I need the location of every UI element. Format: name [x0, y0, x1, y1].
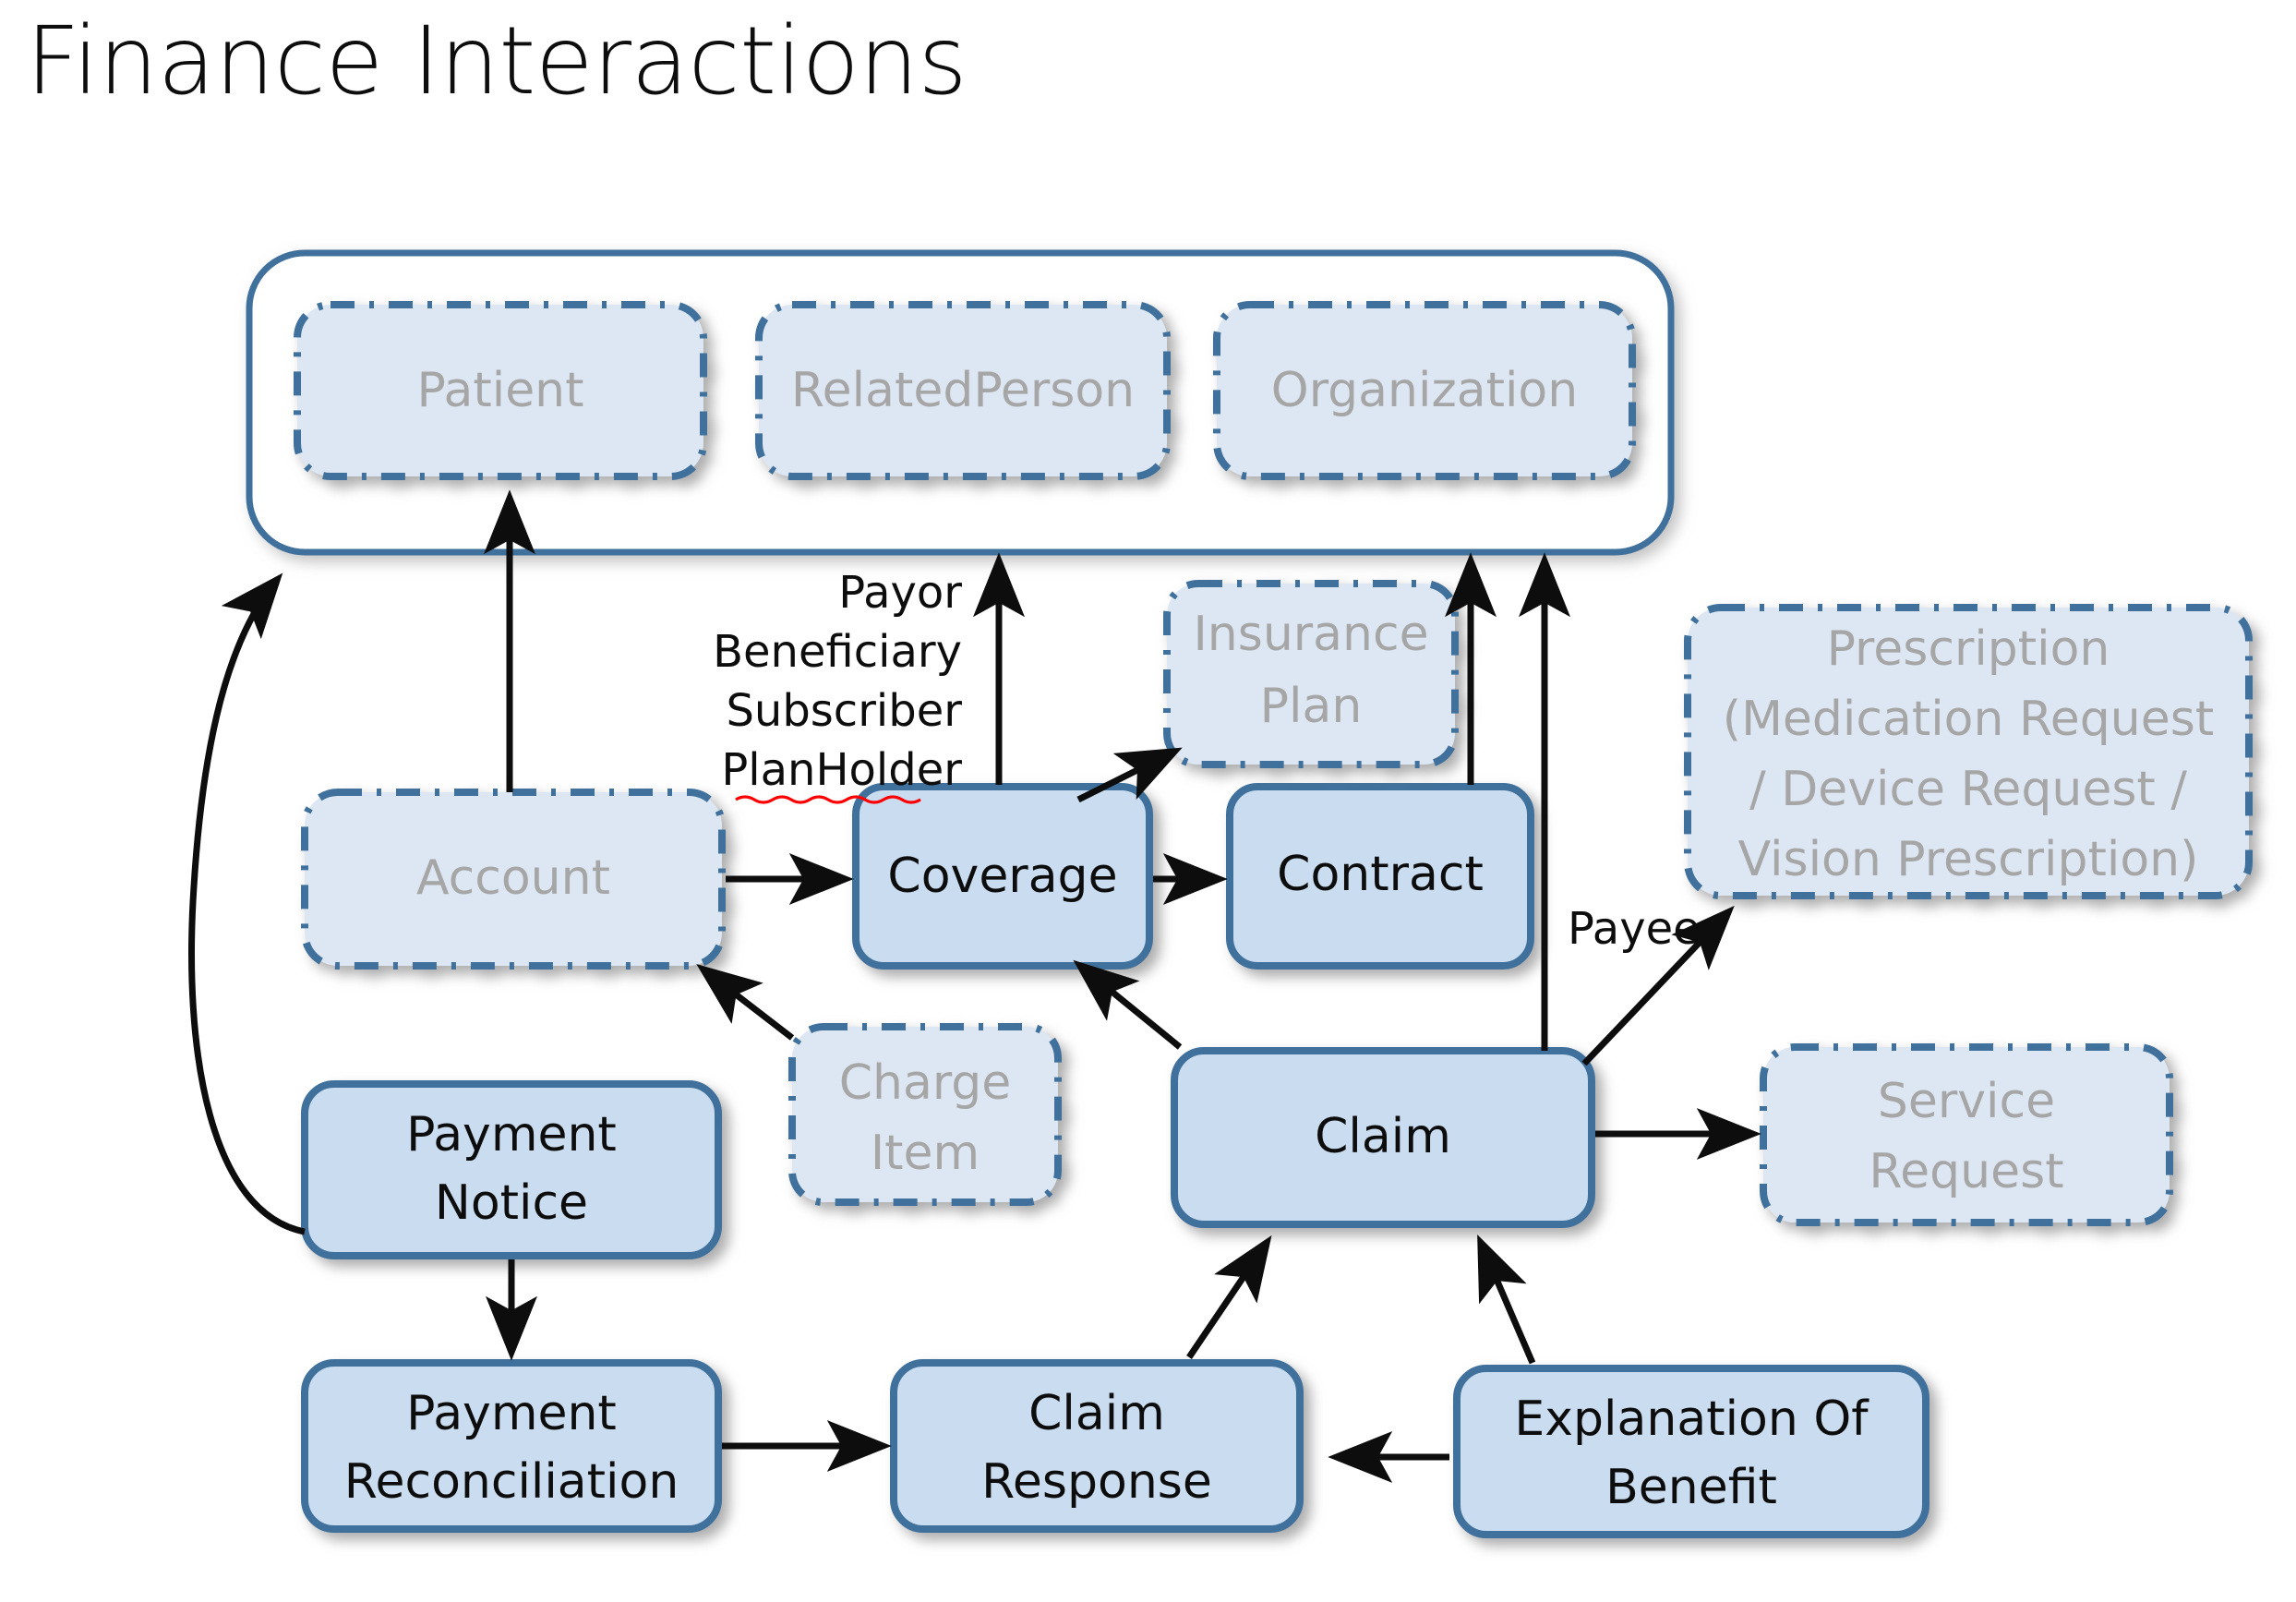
node-prescription-label-line2: (Medication Request: [1723, 692, 2214, 747]
node-account-shape: [301, 789, 726, 970]
edge-charge-item-to-account: [696, 964, 795, 1041]
node-explanation-of-benefit-label-line2: Benefit: [1605, 1460, 1777, 1515]
page-title: Finance Interactions: [26, 6, 968, 116]
edge-claim-to-coverage: [1073, 959, 1183, 1050]
node-prescription[interactable]: Prescription (Medication Request / Devic…: [1684, 604, 2253, 899]
edge-payment-notice-to-actors: [188, 572, 306, 1235]
node-contract[interactable]: Contract: [1226, 783, 1534, 970]
node-prescription-label-line4: Vision Prescription): [1738, 832, 2199, 887]
node-claim-response-label-line2: Response: [981, 1454, 1212, 1510]
node-service-request-label-line1: Service: [1878, 1074, 2055, 1129]
node-related-person-shape: [755, 301, 1171, 480]
node-payment-notice[interactable]: Payment Notice: [301, 1080, 722, 1259]
node-claim-response-shape: [890, 1359, 1304, 1533]
node-explanation-of-benefit[interactable]: Explanation Of Benefit: [1453, 1365, 1929, 1538]
node-payment-reconciliation-label-line1: Payment: [406, 1386, 617, 1441]
node-payment-notice-shape: [301, 1080, 722, 1259]
node-insurance-plan-label-line1: Insurance: [1193, 607, 1428, 662]
spellcheck-underline-icon: [735, 795, 921, 804]
node-charge-item-label-line1: Charge: [839, 1055, 1012, 1111]
node-account[interactable]: Account: [301, 789, 726, 970]
node-payment-reconciliation-shape: [301, 1359, 722, 1533]
node-related-person-label: RelatedPerson: [791, 363, 1135, 418]
node-payment-reconciliation-label-line2: Reconciliation: [344, 1454, 679, 1510]
edge-label-subscriber: Subscriber: [726, 685, 962, 737]
edge-label-coverage-roles: Payor Beneficiary Subscriber PlanHolder: [713, 567, 962, 804]
node-claim-shape: [1171, 1047, 1595, 1228]
node-claim-response[interactable]: Claim Response: [890, 1359, 1304, 1533]
node-coverage-shape: [852, 783, 1153, 970]
node-charge-item-shape: [788, 1023, 1062, 1206]
node-insurance-plan-shape: [1163, 580, 1459, 768]
node-payment-notice-label-line1: Payment: [406, 1107, 617, 1162]
node-prescription-shape: [1684, 604, 2253, 899]
edge-label-planholder: PlanHolder: [721, 744, 962, 796]
edge-claim-response-to-claim: [1186, 1235, 1272, 1359]
edge-label-payor: Payor: [838, 567, 962, 619]
node-insurance-plan[interactable]: Insurance Plan: [1163, 580, 1459, 768]
node-service-request-shape: [1760, 1043, 2173, 1226]
edge-claim-to-prescription: [1581, 905, 1735, 1066]
node-related-person[interactable]: RelatedPerson: [755, 301, 1171, 480]
edge-label-beneficiary: Beneficiary: [713, 626, 962, 678]
node-organization-shape: [1213, 301, 1636, 480]
node-explanation-of-benefit-label-line1: Explanation Of: [1514, 1391, 1869, 1447]
actors-group[interactable]: Patient RelatedPerson Organization: [246, 249, 1675, 556]
node-service-request-label-line2: Request: [1869, 1144, 2063, 1199]
node-patient-label: Patient: [416, 363, 583, 418]
node-patient[interactable]: Patient: [294, 301, 707, 480]
node-claim-label: Claim: [1315, 1109, 1451, 1164]
edge-coverage-to-insurance-plan: [1076, 747, 1183, 803]
node-prescription-label-line1: Prescription: [1827, 621, 2110, 677]
node-contract-shape: [1226, 783, 1534, 970]
node-coverage[interactable]: Coverage: [852, 783, 1153, 970]
node-organization[interactable]: Organization: [1213, 301, 1636, 480]
node-prescription-label-line3: / Device Request /: [1749, 762, 2187, 817]
edge-eob-to-claim: [1477, 1234, 1536, 1365]
node-claim-response-label-line1: Claim: [1028, 1386, 1165, 1441]
node-account-label: Account: [416, 850, 610, 906]
node-payment-notice-label-line2: Notice: [435, 1175, 588, 1231]
node-explanation-of-benefit-shape: [1453, 1365, 1929, 1538]
node-organization-label: Organization: [1271, 363, 1578, 418]
node-claim[interactable]: Claim: [1171, 1047, 1595, 1228]
node-coverage-label: Coverage: [887, 849, 1117, 904]
node-charge-item[interactable]: Charge Item: [788, 1023, 1062, 1206]
node-service-request[interactable]: Service Request: [1760, 1043, 2173, 1226]
node-insurance-plan-label-line2: Plan: [1260, 679, 1363, 734]
edge-label-payee: Payee: [1568, 903, 1701, 955]
node-charge-item-label-line2: Item: [871, 1126, 980, 1181]
node-contract-label: Contract: [1277, 847, 1484, 902]
node-patient-shape: [294, 301, 707, 480]
node-payment-reconciliation[interactable]: Payment Reconciliation: [301, 1359, 722, 1533]
